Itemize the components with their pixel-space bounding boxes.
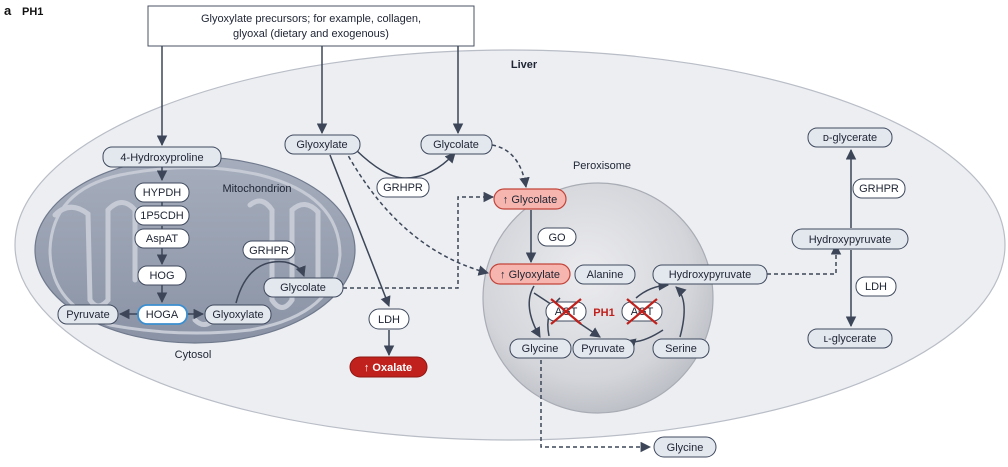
enzyme-ldh-right: LDH — [855, 276, 897, 297]
svg-text:ʟ-glycerate: ʟ-glycerate — [824, 333, 877, 345]
arrow-glyoxylate-to-glycine — [528, 285, 541, 338]
svg-text:Alanine: Alanine — [587, 269, 624, 281]
svg-text:GO: GO — [548, 232, 566, 244]
enzyme-grhpr-right: GRHPR — [852, 178, 906, 199]
enzyme-aspat: AspAT — [134, 228, 190, 249]
svg-text:Pyruvate: Pyruvate — [66, 309, 109, 321]
arrow-mito-glyoxylate-to-glycolate — [235, 260, 306, 304]
mitochondrion-label: Mitochondrion — [222, 183, 291, 195]
node-glycine-peroxisome: Glycine — [509, 338, 572, 359]
arrow-glycine-export — [540, 360, 652, 453]
dashed-arrows — [343, 144, 842, 453]
source-box — [147, 5, 475, 47]
svg-text:GRHPR: GRHPR — [249, 245, 289, 257]
cytosol-label: Cytosol — [175, 349, 212, 361]
node-oxalate: ↑ Oxalate — [349, 356, 428, 378]
svg-text:Glycolate: Glycolate — [280, 282, 326, 294]
svg-text:GRHPR: GRHPR — [859, 183, 899, 195]
svg-text:↑ Glyoxylate: ↑ Glyoxylate — [500, 269, 560, 281]
node-serine: Serine — [652, 338, 710, 359]
enzyme-go: GO — [537, 227, 577, 247]
node-glycolate-peroxisome: ↑ Glycolate — [493, 188, 567, 210]
node-hydroxyproline: 4-Hydroxyproline — [102, 146, 222, 168]
enzyme-agt-right: AGT — [621, 298, 663, 325]
svg-text:Pyruvate: Pyruvate — [581, 343, 624, 355]
node-d-glycerate: ᴅ-glycerate — [807, 127, 893, 148]
source-box-line2: glyoxal (dietary and exogenous) — [233, 28, 389, 40]
node-l-glycerate: ʟ-glycerate — [807, 328, 893, 349]
peroxisome-label: Peroxisome — [573, 160, 631, 172]
enzyme-grhpr-mito: GRHPR — [242, 240, 296, 260]
node-glycine-outside: Glycine — [653, 436, 717, 458]
enzyme-ldh-cytosol: LDH — [368, 308, 410, 330]
enzyme-grhpr-cytosol: GRHPR — [376, 177, 430, 198]
svg-text:LDH: LDH — [378, 314, 400, 326]
svg-text:Hydroxypyruvate: Hydroxypyruvate — [669, 269, 752, 281]
svg-text:Hydroxypyruvate: Hydroxypyruvate — [809, 234, 892, 246]
enzyme-p5cdh: 1P5CDH — [134, 205, 190, 226]
node-hydroxypyruvate-right: Hydroxypyruvate — [791, 228, 909, 250]
arrow-glycolate-to-peroxisome-glycolate — [491, 144, 530, 189]
svg-text:4-Hydroxyproline: 4-Hydroxyproline — [120, 152, 203, 164]
node-glyoxylate-cytosol: Glyoxylate — [284, 134, 361, 155]
node-pyruvate-peroxisome: Pyruvate — [572, 338, 635, 359]
svg-text:Glycolate: Glycolate — [433, 139, 479, 151]
svg-text:1P5CDH: 1P5CDH — [140, 210, 183, 222]
svg-text:GRHPR: GRHPR — [383, 182, 423, 194]
enzyme-hoga: HOGA — [137, 304, 188, 325]
svg-text:Serine: Serine — [665, 343, 697, 355]
svg-text:HOG: HOG — [149, 270, 174, 282]
arrow-glyoxylate-to-ldh — [329, 154, 391, 307]
arrow-mito-glycolate-to-peroxisome — [343, 191, 495, 289]
mitochondrion-inner-membrane — [48, 166, 342, 335]
svg-text:ᴅ-glycerate: ᴅ-glycerate — [823, 132, 877, 144]
source-box-line1: Glyoxylate precursors; for example, coll… — [201, 13, 421, 25]
svg-text:HOGA: HOGA — [146, 309, 179, 321]
node-hydroxypyruvate-peroxisome: Hydroxypyruvate — [652, 264, 768, 285]
svg-text:Glycine: Glycine — [522, 343, 559, 355]
svg-text:AspAT: AspAT — [146, 233, 178, 245]
panel-letter: a — [4, 3, 12, 18]
svg-text:Glycine: Glycine — [667, 442, 704, 454]
svg-text:LDH: LDH — [865, 281, 887, 293]
svg-text:HYPDH: HYPDH — [143, 187, 182, 199]
node-glycolate-mito: Glycolate — [263, 277, 344, 298]
node-glyoxylate-peroxisome: ↑ Glyoxylate — [489, 263, 571, 285]
node-alanine: Alanine — [574, 264, 636, 285]
svg-text:Glyoxylate: Glyoxylate — [296, 139, 347, 151]
arrow-hydroxypyruvate-export — [767, 243, 842, 275]
panel-title: PH1 — [22, 6, 43, 18]
arrow-serine-to-hydroxypyruvate — [675, 286, 687, 338]
ph1-marker: PH1 — [593, 307, 614, 319]
node-glycolate-cytosol: Glycolate — [420, 134, 493, 155]
node-glyoxylate-mito: Glyoxylate — [204, 304, 272, 325]
node-hog: HOG — [137, 265, 187, 286]
svg-text:↑ Glycolate: ↑ Glycolate — [503, 194, 557, 206]
liver-label: Liver — [511, 59, 538, 71]
peroxisome — [482, 182, 714, 414]
enzyme-agt-left: AGT — [545, 298, 587, 325]
svg-text:Glyoxylate: Glyoxylate — [212, 309, 263, 321]
svg-text:↑ Oxalate: ↑ Oxalate — [364, 362, 412, 374]
enzyme-hypdh: HYPDH — [134, 182, 190, 203]
node-pyruvate-mito: Pyruvate — [57, 304, 119, 325]
